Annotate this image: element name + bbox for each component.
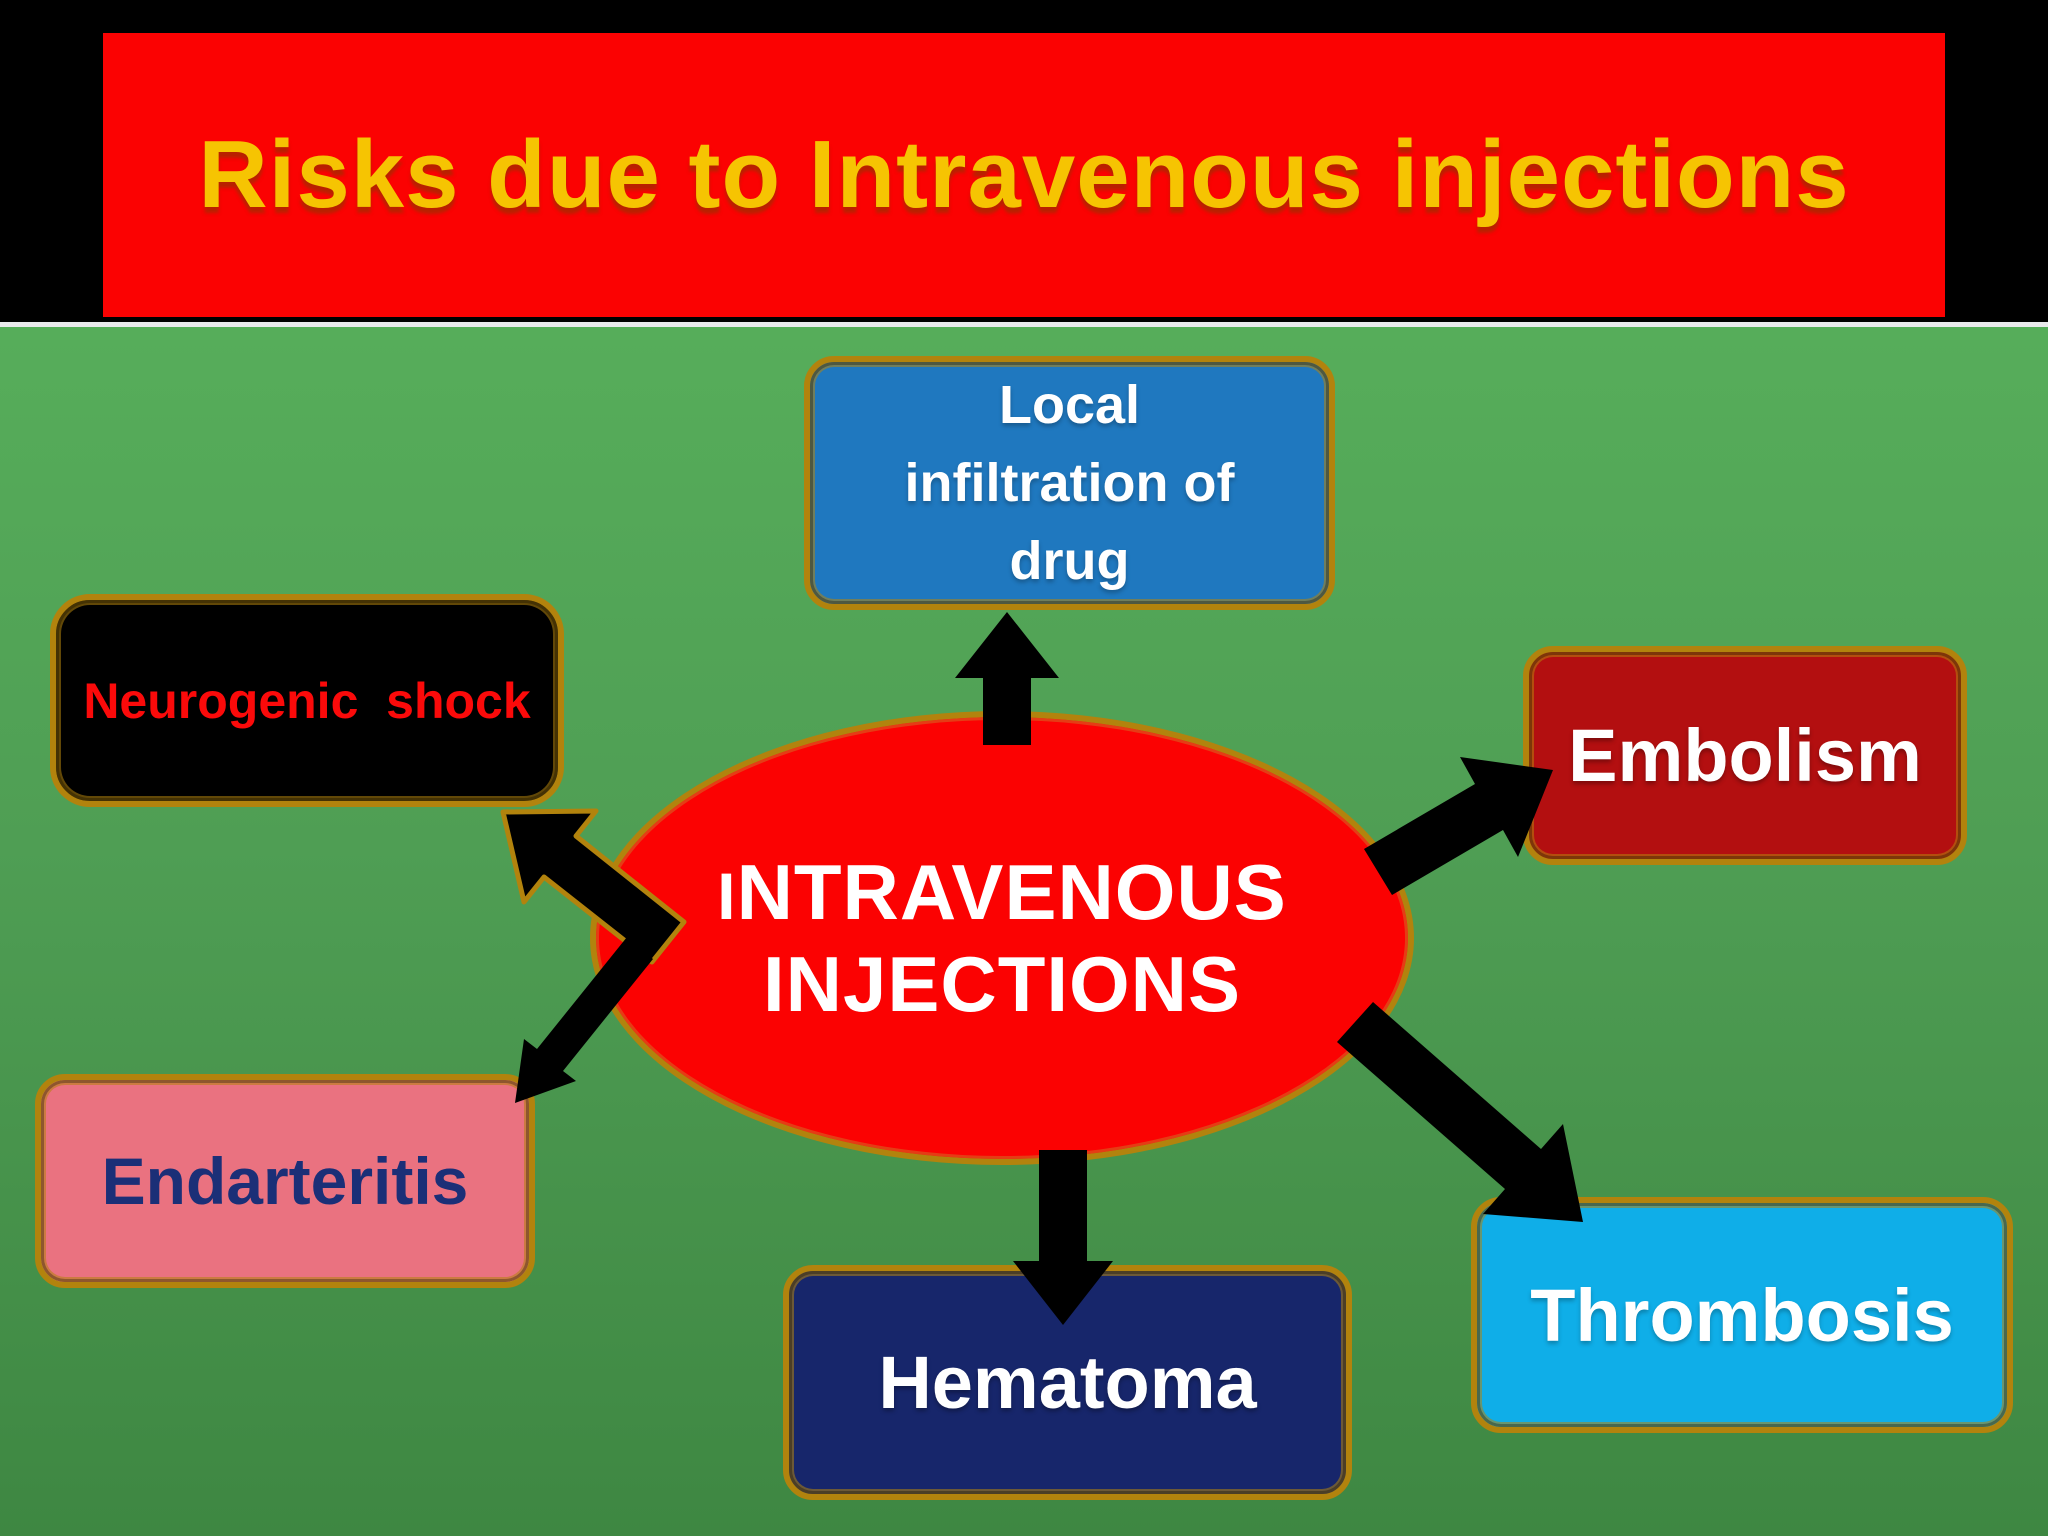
node-hematoma-label: Hematoma — [878, 1341, 1257, 1424]
node-embolism: Embolism — [1523, 646, 1967, 865]
node-local-infiltration: Local infiltration of drug — [804, 356, 1335, 610]
node-embolism-label: Embolism — [1568, 714, 1922, 797]
center-ellipse-label: INTRAVENOUS INJECTIONS — [717, 847, 1287, 1028]
node-hematoma: Hematoma — [783, 1265, 1352, 1500]
separator-line — [0, 322, 2048, 327]
page-title: Risks due to Intravenous injections — [198, 121, 1850, 228]
node-local-infiltration-label: Local infiltration of drug — [904, 374, 1235, 592]
node-thrombosis: Thrombosis — [1471, 1197, 2013, 1433]
node-thrombosis-label: Thrombosis — [1530, 1273, 1954, 1357]
node-endarteritis: Endarteritis — [35, 1074, 535, 1288]
node-endarteritis-label: Endarteritis — [101, 1144, 469, 1218]
node-neurogenic-shock-label: Neurogenic shock — [83, 672, 531, 729]
node-neurogenic-shock: Neurogenic shock — [50, 594, 564, 807]
center-ellipse-intravenous-injections: INTRAVENOUS INJECTIONS — [590, 711, 1414, 1165]
title-banner: Risks due to Intravenous injections — [103, 33, 1945, 317]
